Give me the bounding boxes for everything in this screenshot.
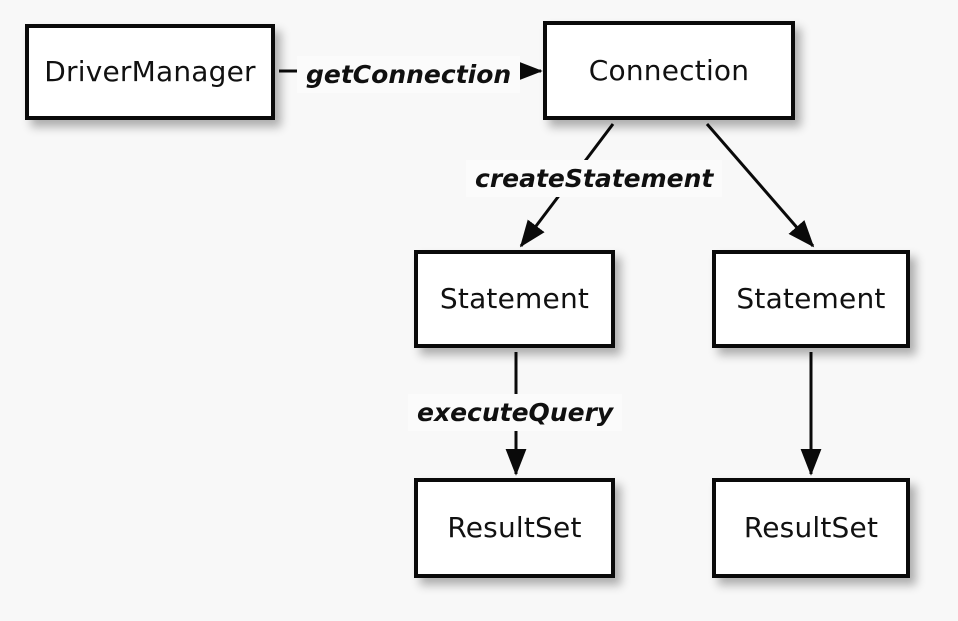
node-resultset-left[interactable]: ResultSet	[414, 478, 615, 578]
node-statement-right[interactable]: Statement	[712, 250, 910, 348]
node-connection[interactable]: Connection	[543, 21, 795, 120]
node-resultset-right[interactable]: ResultSet	[712, 478, 910, 578]
edge-label-executequery: executeQuery	[408, 394, 623, 431]
node-drivermanager[interactable]: DriverManager	[25, 24, 275, 120]
edge-label-getconnection: getConnection	[297, 56, 521, 93]
node-label-statement-left: Statement	[439, 282, 590, 315]
node-label-connection: Connection	[588, 53, 750, 87]
node-label-resultset-left: ResultSet	[447, 511, 582, 544]
node-label-statement-right: Statement	[736, 282, 886, 315]
edge-label-createstatement: createStatement	[466, 160, 723, 197]
node-statement-left[interactable]: Statement	[414, 250, 615, 348]
node-label-drivermanager: DriverManager	[44, 55, 256, 88]
node-label-resultset-right: ResultSet	[743, 511, 879, 544]
edge-createstatement-second	[705, 123, 815, 248]
